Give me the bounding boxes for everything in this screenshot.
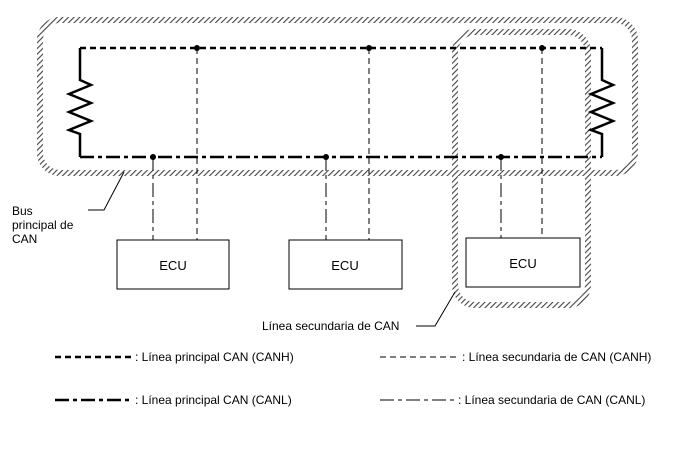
legend-secondary-canh-label: : Línea secundaria de CAN (CANH) — [462, 350, 651, 364]
secondary-canh-lines — [196, 48, 543, 240]
main-bus-hatched-outline — [37, 17, 638, 176]
ecu-box — [465, 237, 581, 288]
bus-callout-leader — [88, 171, 125, 211]
secondary-callout-leader — [416, 291, 456, 327]
left-terminating-resistor — [65, 48, 95, 157]
ecu-box — [288, 239, 403, 290]
secondary-callout-label: Línea secundaria de CAN — [262, 319, 399, 333]
bus-callout-label-line3: CAN — [12, 232, 37, 246]
ecu-label: ECU — [331, 258, 358, 273]
secondary-canl-lines — [152, 157, 502, 240]
legend-main-canl-label: : Línea principal CAN (CANL) — [135, 393, 292, 407]
ecu-label: ECU — [509, 256, 536, 271]
secondary-line-hatched-outline — [452, 29, 591, 308]
ecu-label: ECU — [159, 258, 186, 273]
legend-secondary-canl-label: : Línea secundaria de CAN (CANL) — [458, 393, 645, 407]
legend-main-canh-label: : Línea principal CAN (CANH) — [135, 350, 294, 364]
bus-callout-label-line2: principal de — [12, 218, 74, 232]
right-terminating-resistor — [587, 48, 617, 157]
bus-callout-label-line1: Bus — [12, 204, 33, 218]
ecu-box — [116, 239, 230, 290]
